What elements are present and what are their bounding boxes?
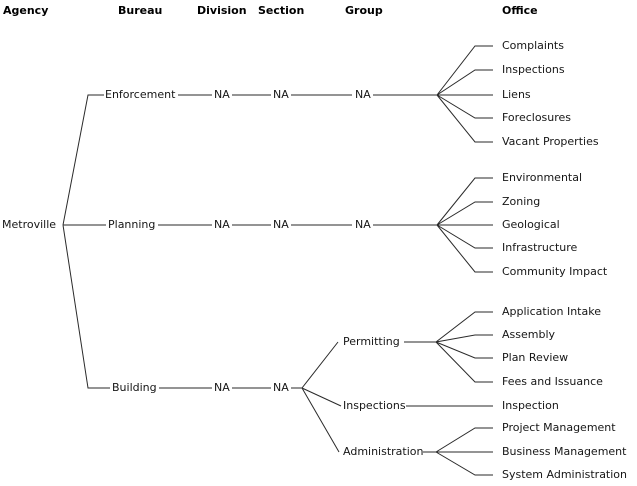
office-node-inspection: Inspection	[502, 399, 559, 412]
division-node-building: NA	[214, 381, 230, 394]
column-header-group: Group	[345, 4, 383, 17]
column-header-office: Office	[502, 4, 538, 17]
group-node-permitting: Permitting	[343, 335, 400, 348]
office-node-plan-review: Plan Review	[502, 351, 569, 364]
agency-brace-connector	[62, 94, 110, 389]
office-node-business-management: Business Management	[502, 445, 627, 458]
office-node-zoning: Zoning	[502, 195, 541, 208]
office-node-system-administration: System Administration	[502, 468, 628, 481]
office-node-foreclosures: Foreclosures	[502, 111, 572, 124]
group-node-administration: Administration	[343, 445, 424, 458]
office-node-assembly: Assembly	[502, 328, 556, 341]
bureau-node-building: Building	[112, 381, 157, 394]
column-header-bureau: Bureau	[118, 4, 163, 17]
group-node-enforcement: NA	[355, 88, 371, 101]
office-node-vacant-properties: Vacant Properties	[502, 135, 599, 148]
section-node-planning: NA	[273, 218, 289, 231]
division-node-enforcement: NA	[214, 88, 230, 101]
office-node-geological: Geological	[502, 218, 560, 231]
section-node-building: NA	[273, 381, 289, 394]
section-node-enforcement: NA	[273, 88, 289, 101]
agency-node: Metroville	[2, 218, 57, 231]
office-node-application-intake: Application Intake	[502, 305, 601, 318]
planning-office-fan-connector	[436, 177, 493, 273]
permitting-office-fan-connector	[404, 311, 493, 383]
building-group-fan-connector	[301, 341, 342, 453]
bureau-node-planning: Planning	[108, 218, 156, 231]
column-header-agency: Agency	[3, 4, 49, 17]
bureau-node-enforcement: Enforcement	[105, 88, 176, 101]
office-node-inspections: Inspections	[502, 63, 565, 76]
office-node-liens: Liens	[502, 88, 531, 101]
column-header-division: Division	[197, 4, 247, 17]
group-node-inspections: Inspections	[343, 399, 406, 412]
administration-office-fan-connector	[423, 427, 493, 476]
office-node-project-management: Project Management	[502, 421, 616, 434]
column-header-section: Section	[258, 4, 305, 17]
group-node-planning: NA	[355, 218, 371, 231]
office-node-environmental: Environmental	[502, 171, 583, 184]
office-node-infrastructure: Infrastructure	[502, 241, 578, 254]
office-node-fees-and-issuance: Fees and Issuance	[502, 375, 603, 388]
office-node-community-impact: Community Impact	[502, 265, 608, 278]
division-node-planning: NA	[214, 218, 230, 231]
enforcement-office-fan-connector	[436, 45, 493, 143]
office-node-complaints: Complaints	[502, 39, 564, 52]
